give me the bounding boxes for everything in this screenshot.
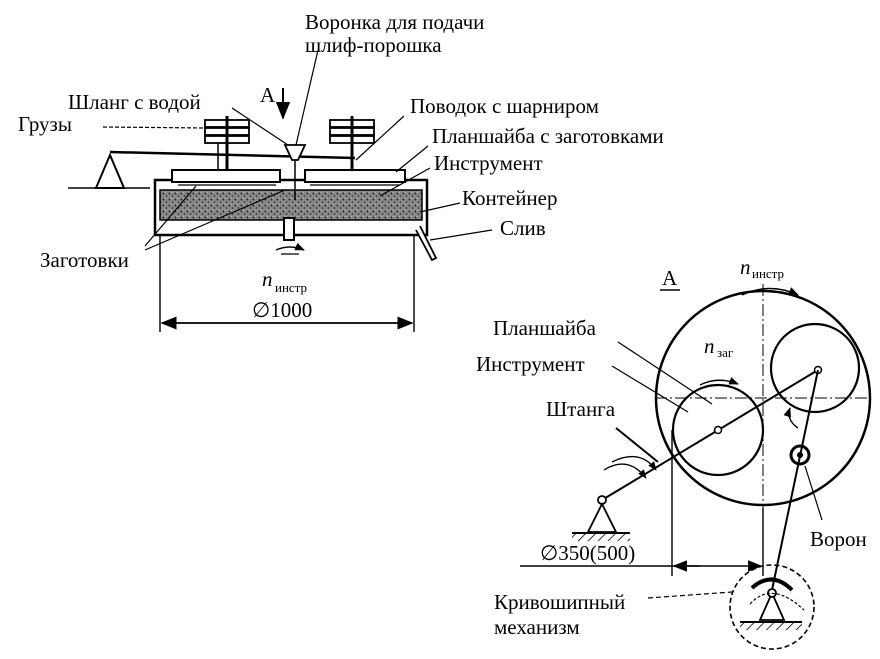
drain-label: Слив [500, 216, 546, 240]
workpiece-speed-symbol: n [704, 334, 715, 358]
funnel-label-line1: Воронка для подачи [305, 10, 484, 34]
spindle [283, 217, 295, 241]
hose-label: Шланг с водой [68, 90, 201, 114]
funnel-label-right: Ворон [810, 527, 867, 551]
workpiece-speed-subscript: заг [717, 345, 733, 360]
weights-right [329, 116, 375, 170]
tool-speed-symbol: n [740, 255, 751, 279]
faceplate-label: Планшайба с заготовками [432, 124, 664, 148]
plan-view-a: А n инстр n заг Планшайба Инструмент Шта… [476, 255, 872, 650]
faceplate-right [304, 169, 406, 183]
driver-label: Поводок с шарниром [410, 94, 599, 118]
faceplate-label-right: Планшайба [493, 316, 597, 340]
speed-symbol-left: n [262, 267, 273, 291]
view-letter-right: А [662, 266, 678, 290]
rod [601, 369, 819, 501]
faceplate-left [171, 169, 281, 183]
tool-layer [159, 189, 423, 221]
workpieces-label: Заготовки [40, 248, 129, 272]
rod-pivot-support [586, 501, 618, 533]
funnel [283, 144, 307, 161]
tool-label-right: Инструмент [476, 352, 585, 376]
drain-pipe [415, 225, 438, 262]
weights-label: Грузы [18, 112, 72, 136]
section-view: Воронка для подачи шлиф-порошка Шланг с … [18, 10, 664, 332]
diameter-1000: ∅1000 [252, 298, 312, 322]
crank-label-line1: Кривошипный [494, 590, 625, 614]
support-triangle [94, 152, 126, 189]
diameter-350: ∅350(500) [540, 541, 635, 565]
tool-label: Инструмент [434, 151, 543, 175]
crank-circle [729, 564, 815, 650]
view-letter-left: А [260, 83, 276, 107]
speed-subscript-left: инстр [275, 280, 307, 295]
crank-label-line2: механизм [494, 615, 580, 639]
weights-left [204, 116, 250, 170]
container-label: Контейнер [462, 186, 558, 210]
driver-bar [109, 150, 356, 160]
funnel-label-line2: шлиф-порошка [305, 33, 442, 57]
tool-speed-subscript: инстр [752, 266, 784, 281]
rod-label: Штанга [546, 397, 616, 421]
faceplate-circle-right [769, 322, 861, 414]
